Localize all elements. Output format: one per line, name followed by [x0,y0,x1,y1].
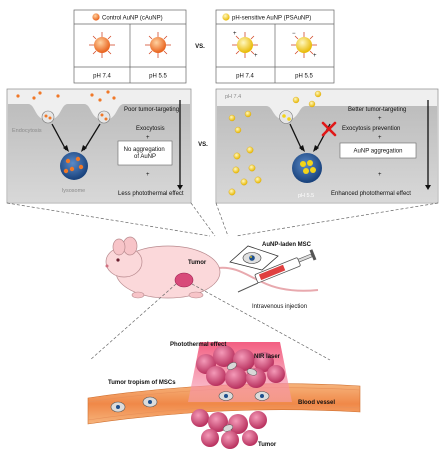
control-cell-panel: Endocytosis lysosome Poor tumor-targetin… [6,88,192,204]
svg-text:+: + [313,53,317,59]
ps-aunp-particle: − + [291,31,317,59]
no-aggregation-box [117,140,173,166]
no-aggregation-label: No aggregation of AuNP [124,147,167,160]
photothermal-label: Photothermal effect [170,342,226,348]
mouse-tumor-label: Tumor [188,260,207,266]
msc-cell-icon [229,245,279,271]
msc-label: AuNP-laden MSC [262,242,312,248]
svg-text:+: + [233,31,237,37]
blocked-exocytosis-icon [321,121,337,137]
syringe-icon [237,249,317,293]
mouse-tumor [174,272,194,288]
exocytosis-label: Exocytosis [136,126,165,132]
vs-label: VS. [195,44,205,50]
ps-aunp-legend-icon [222,13,230,21]
zoom-lines [6,202,439,237]
tumor-vessel-illustration [87,342,361,449]
bottom-tumor-label: Tumor [258,442,277,448]
svg-text:−: − [292,31,296,37]
ps-aunp-table: pH-sensitive AuNP (PSAuNP) + + − + pH [215,9,335,84]
ph-label: pH 5.5 [295,74,313,80]
msc-in-vessel [110,391,270,413]
ph-top-label: pH 7.4 [225,94,241,100]
endocytosis-label: Endocytosis [12,128,42,134]
control-aunp-particle [145,32,171,58]
lysosome-icon [60,152,88,180]
ph-label: pH 7.4 [93,74,111,80]
plus-sign: + [378,116,382,122]
control-aunp-legend-icon [92,13,100,21]
less-effect-label: Less photothermal effect [118,191,184,197]
control-aunp-legend: Control AuNP (cAuNP) [102,16,163,22]
aggregation-label: AuNP aggregation [354,149,403,155]
ps-aunp-legend: pH-sensitive AuNP (PSAuNP) [232,16,311,22]
injection-label: Intravenous injection [252,304,307,310]
ph-bottom-label: pH 5.5 [298,193,314,199]
vs-label: VS. [198,142,208,148]
lysosome-label: lysosome [62,188,85,194]
tropism-label: Tumor tropism of MSCs [108,380,176,386]
ph-label: pH 7.4 [236,74,254,80]
control-aunp-particle [89,32,115,58]
ps-aunp-particle: + + [232,31,258,59]
tumor-mass [191,345,285,449]
vessel-label: Blood vessel [298,400,335,406]
lysosome-icon [292,153,322,183]
plus-sign: + [146,135,150,141]
exocytosis-prevention-label: Exocytosis prevention [342,126,400,132]
plus-sign: + [378,172,382,178]
control-aunp-table: Control AuNP (cAuNP) pH 7.4 pH 5.5 [73,9,187,84]
zoom-lines [89,283,331,361]
plus-sign: + [378,135,382,141]
ps-cell-panel: pH 7.4 [215,88,439,204]
ps-aunp-cluster [228,90,322,196]
enhanced-effect-label: Enhanced photothermal effect [331,191,411,197]
better-targeting-label: Better tumor-targeting [348,107,406,113]
ph-label: pH 5.5 [149,74,167,80]
laser-label: NIR laser [254,354,281,360]
plus-sign: + [146,172,150,178]
aggregation-box [339,142,417,159]
poor-targeting-label: Poor tumor-targeting [124,107,179,113]
svg-text:+: + [254,53,258,59]
